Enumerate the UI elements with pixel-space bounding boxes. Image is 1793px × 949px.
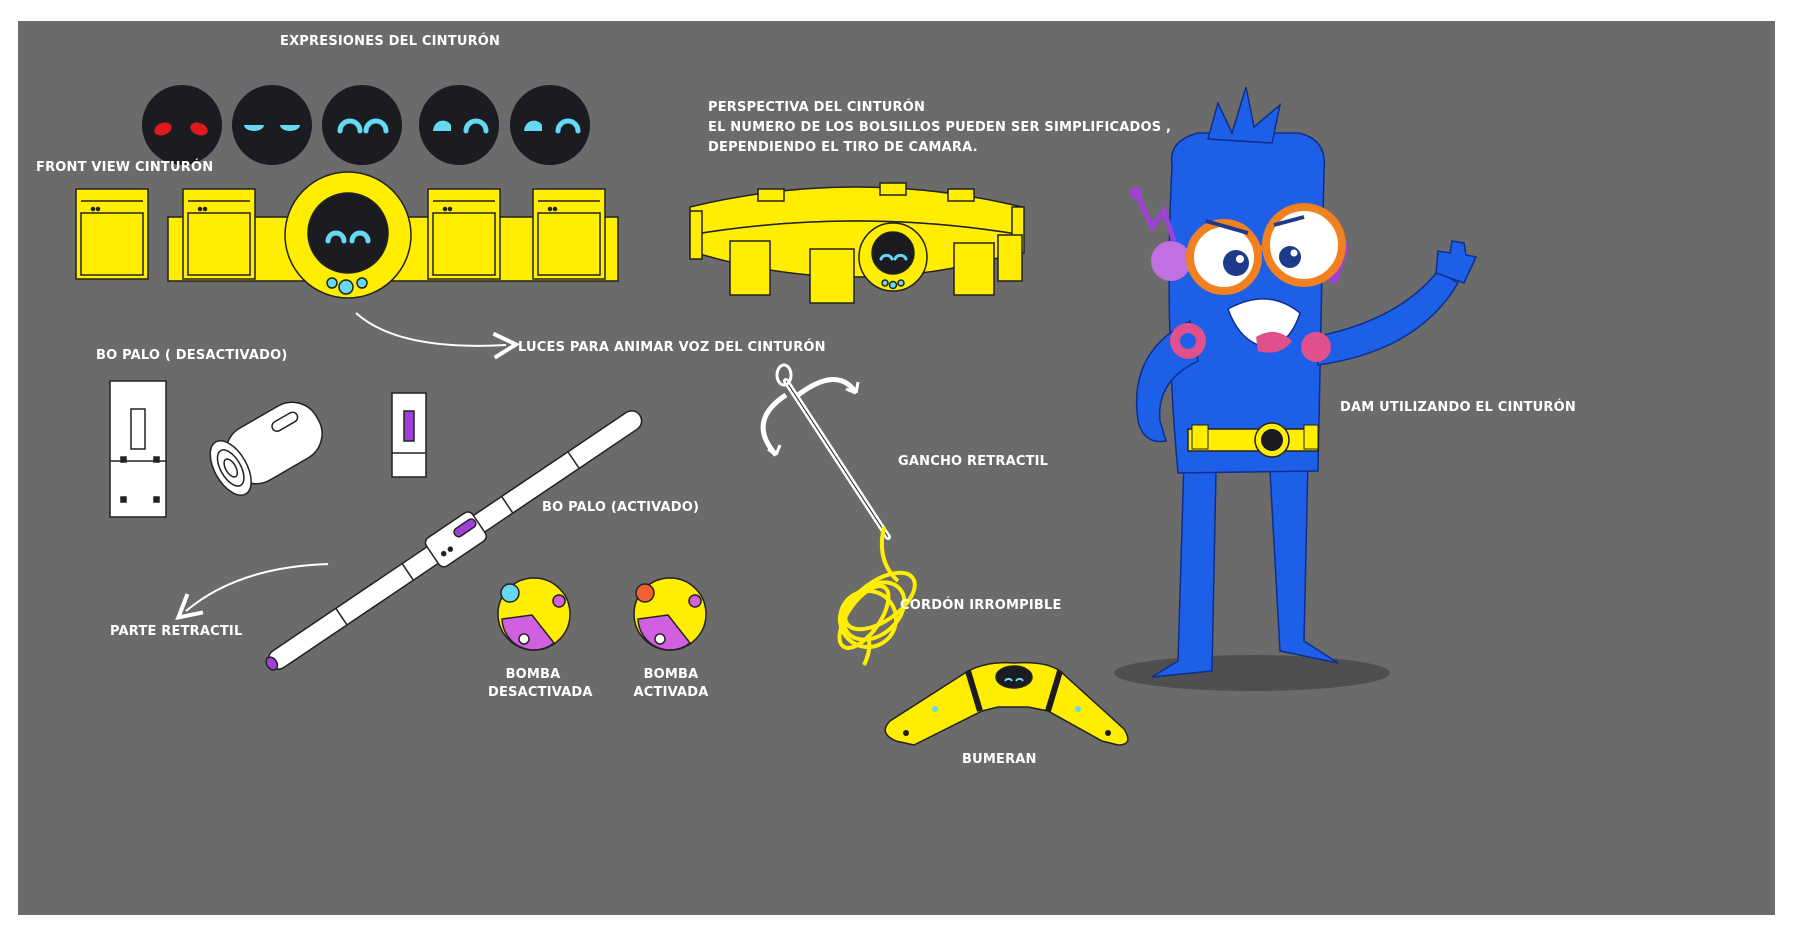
belt-perspective-view: [689, 182, 1025, 304]
bomb-deactivated: [497, 577, 571, 651]
boomerang: [884, 661, 1129, 746]
belt-expression-faces: [142, 85, 590, 165]
cord-label: Cordón irrompible: [900, 598, 1062, 613]
bomb-on-label: Bomba activada: [626, 666, 716, 701]
bomb-on-label-line-2: activada: [633, 684, 709, 700]
lights-arrow: [355, 312, 506, 346]
lights-note-label: Luces para animar voz del cinturón: [518, 340, 826, 355]
belt-pocket: [427, 188, 501, 280]
grappling-hook: [760, 363, 891, 540]
belt-buckle: [284, 171, 412, 299]
bomb-off-label-line-1: Bomba: [505, 667, 561, 682]
character-sheet-board: Expresiones del cinturón Front view cint…: [18, 21, 1775, 915]
unbreakable-cord: [837, 526, 917, 666]
sheet-artwork: [75, 85, 1478, 746]
bo-staff-activated: [265, 410, 643, 671]
belt-expressions-title: Expresiones del cinturón: [280, 34, 501, 49]
perspective-note-line-1: el numero de los bolsillos pueden ser si…: [708, 120, 1172, 135]
belt-pocket: [75, 188, 149, 280]
perspective-title: Perspectiva del cinturón: [708, 100, 926, 115]
expression-happy: [322, 85, 402, 165]
bo-staff-deactivated: [109, 380, 427, 518]
front-view-title: Front view cinturón: [36, 160, 214, 175]
bomb-off-label-line-2: desactivada: [488, 684, 593, 700]
hook-label: Gancho retractil: [898, 454, 1049, 469]
character-label: Dam utilizando el cinturón: [1340, 400, 1576, 415]
belt-pocket: [182, 188, 256, 280]
belt-pocket: [532, 188, 606, 280]
boomerang-label: Bumeran: [962, 752, 1037, 767]
belt-front-view: [75, 171, 619, 299]
expression-wink: [419, 85, 499, 165]
bomb-activated: [633, 577, 707, 651]
bomb-off-label: Bomba desactivada: [488, 666, 593, 701]
bo-staff-off-label: Bo palo ( desactivado): [96, 348, 288, 363]
bomb-on-label-line-1: Bomba: [643, 667, 699, 682]
character-dam: [1114, 86, 1478, 691]
expression-curious: [510, 85, 590, 165]
expression-sleepy: [232, 85, 312, 165]
retractable-part-label: Parte retractil: [110, 624, 243, 639]
retractable-arrow: [186, 563, 329, 611]
perspective-note-line-2: dependiendo el tiro de camara.: [708, 140, 978, 155]
expression-angry: [142, 85, 222, 165]
bo-staff-on-label: Bo palo (activado): [542, 500, 700, 515]
